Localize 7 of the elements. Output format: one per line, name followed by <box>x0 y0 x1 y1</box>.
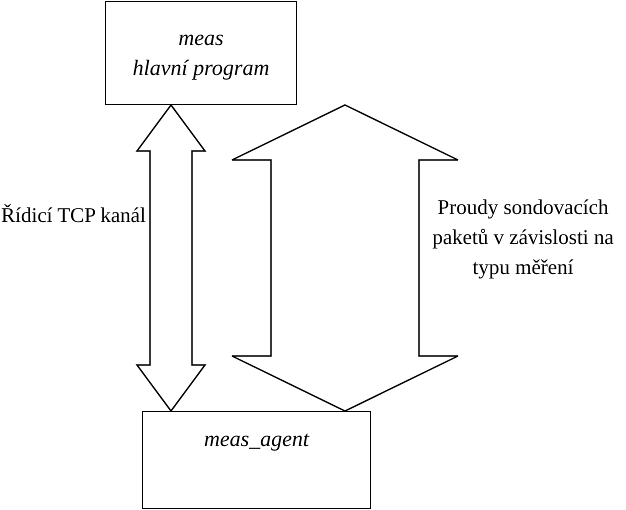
box-title: meas <box>178 24 224 52</box>
program-box <box>142 411 371 509</box>
box-title: meas_agent <box>204 425 310 453</box>
box-title: hlavní program <box>132 54 270 82</box>
program-box <box>105 1 297 105</box>
double-block-arrow <box>231 104 459 412</box>
double-block-arrow <box>136 104 206 412</box>
